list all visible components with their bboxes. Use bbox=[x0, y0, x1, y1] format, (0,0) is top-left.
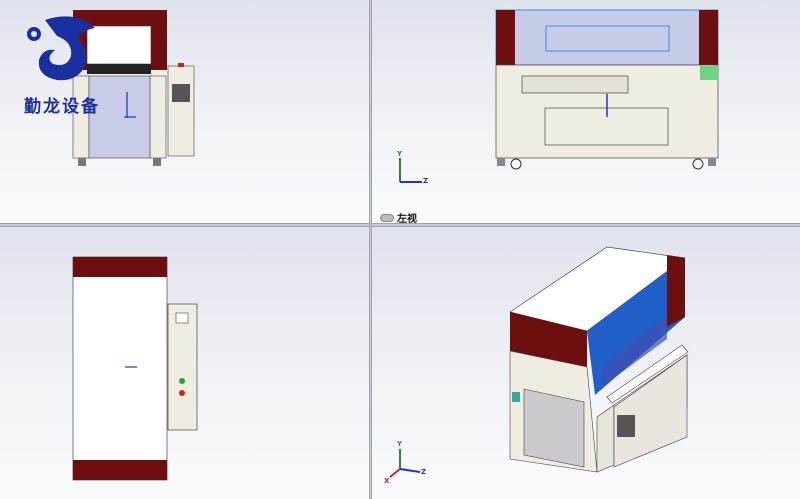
axis-y-label: Y bbox=[397, 440, 403, 448]
viewport-left-view[interactable]: Y Z 左视 bbox=[372, 0, 800, 223]
axis-z-label: Z bbox=[423, 177, 429, 185]
horizontal-viewport-splitter[interactable] bbox=[0, 223, 800, 227]
viewport-isometric[interactable]: Y X Z bbox=[372, 227, 800, 499]
front-view-drawing bbox=[27, 10, 195, 166]
view-name-text: 左视 bbox=[397, 214, 417, 223]
isometric-view-drawing bbox=[389, 246, 689, 478]
axis-z-label: Z bbox=[421, 468, 427, 476]
axis-triad-icon bbox=[399, 158, 422, 183]
axis-triad-icon bbox=[389, 449, 421, 478]
left-view-drawing bbox=[399, 9, 719, 183]
axis-x-label: X bbox=[384, 477, 390, 485]
view-name-label: 左视 bbox=[380, 210, 417, 223]
eye-icon[interactable] bbox=[380, 213, 394, 222]
axis-y-label: Y bbox=[397, 150, 403, 158]
vertical-viewport-splitter[interactable] bbox=[369, 0, 372, 499]
viewport-front[interactable]: 勤龙设备 bbox=[0, 0, 369, 223]
dragon-logo-icon bbox=[27, 16, 95, 81]
top-view-drawing bbox=[72, 256, 198, 481]
viewport-top-view[interactable] bbox=[0, 227, 369, 499]
logo-text: 勤龙设备 bbox=[24, 97, 100, 117]
